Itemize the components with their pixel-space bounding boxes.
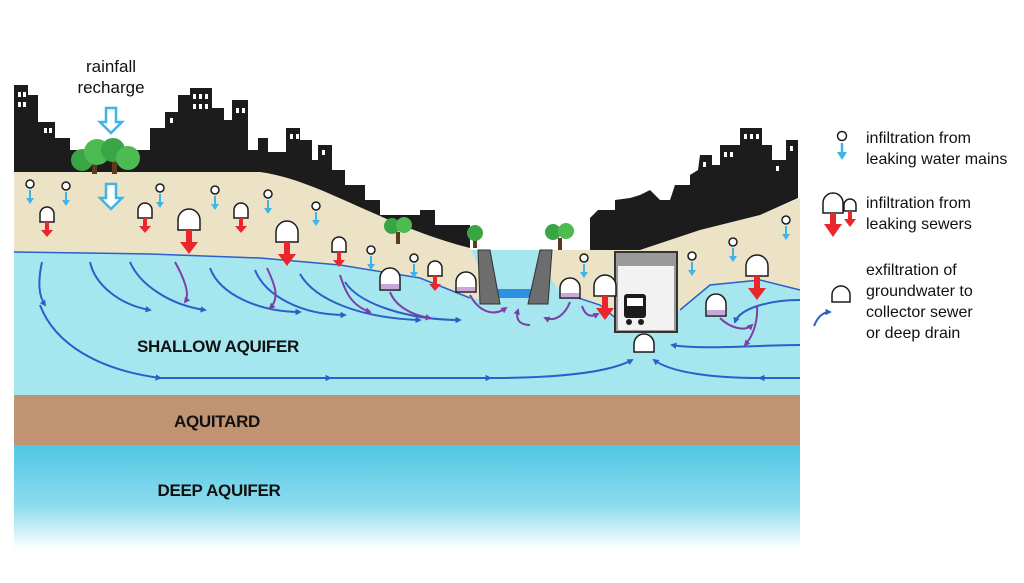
legend-water-mains-line1: infiltration from bbox=[866, 130, 971, 147]
rainfall-label-line2: recharge bbox=[77, 78, 144, 97]
legend-drain-line2: groundwater to bbox=[866, 283, 973, 300]
collector-drain-icon bbox=[813, 285, 851, 327]
aquitard-label: AQUITARD bbox=[174, 412, 260, 431]
sewer-flow-arrows bbox=[174, 261, 759, 347]
legend-water-mains-line2: leaking water mains bbox=[866, 151, 1007, 168]
legend-item-collector-drain: exfiltration of groundwater to collector… bbox=[813, 262, 973, 342]
legend-item-water-mains: infiltration from leaking water mains bbox=[836, 130, 1007, 168]
shallow-aquifer-label: SHALLOW AQUIFER bbox=[137, 337, 299, 356]
channel-wall-right bbox=[527, 249, 553, 305]
groundwater-flow-arrows bbox=[38, 261, 801, 382]
tree-cluster-left bbox=[71, 138, 140, 174]
legend-sewers-line1: infiltration from bbox=[866, 195, 971, 212]
water-main-leak-icon bbox=[836, 130, 848, 160]
legend-drain-line4: or deep drain bbox=[866, 325, 960, 342]
river-channel bbox=[495, 289, 537, 298]
building-windows bbox=[18, 92, 793, 171]
legend-item-sewers: infiltration from leaking sewers bbox=[822, 192, 972, 237]
legend: infiltration from leaking water mains in… bbox=[813, 130, 1007, 342]
bus-icon bbox=[624, 294, 646, 325]
submerged-sewers bbox=[379, 267, 727, 353]
water-main-leaks bbox=[25, 179, 791, 278]
tree-small-2 bbox=[467, 225, 483, 248]
rainfall-label-line1: rainfall bbox=[86, 57, 136, 76]
sewer-leaks bbox=[39, 202, 769, 320]
legend-sewers-line2: leaking sewers bbox=[866, 216, 972, 233]
legend-drain-line1: exfiltration of bbox=[866, 262, 957, 279]
sewer-leak-icon bbox=[822, 192, 857, 237]
city-skyline-left bbox=[14, 85, 470, 248]
aquitard-layer bbox=[14, 395, 800, 445]
rainfall-arrows bbox=[96, 106, 126, 211]
city-skyline-right bbox=[590, 128, 798, 250]
channel-wall-left bbox=[477, 249, 501, 305]
deep-aquifer-label: DEEP AQUIFER bbox=[158, 481, 281, 500]
tree-small-3 bbox=[545, 223, 574, 250]
deep-aquifer-layer bbox=[14, 444, 800, 549]
tree-small-1 bbox=[384, 217, 412, 244]
trees bbox=[71, 138, 574, 250]
transit-tunnel bbox=[614, 251, 678, 333]
legend-drain-line3: collector sewer bbox=[866, 304, 973, 321]
